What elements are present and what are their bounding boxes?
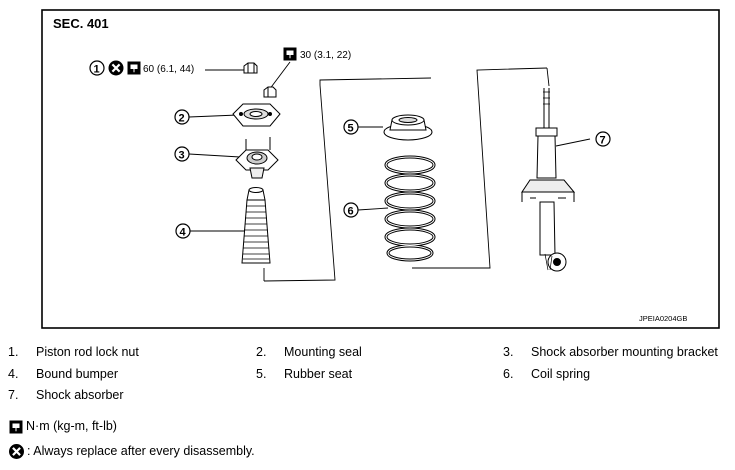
figure-code: JPEIA0204GB — [639, 314, 687, 323]
part-number: 4. — [8, 367, 19, 381]
section-label: SEC. 401 — [53, 16, 109, 31]
legend-replace: : Always replace after every disassembly… — [7, 442, 255, 461]
part-number: 7. — [8, 388, 19, 402]
callout-5: 5 — [343, 119, 359, 135]
part-number: 2. — [256, 345, 267, 359]
callout-2: 2 — [174, 109, 190, 125]
leader-lines — [188, 61, 591, 232]
part-number: 3. — [503, 345, 514, 359]
shock-absorber-part — [521, 88, 576, 272]
callout-3: 3 — [174, 146, 190, 162]
bound-bumper-part — [241, 187, 271, 264]
callout-1: 1 — [94, 64, 100, 76]
part-name: Piston rod lock nut — [36, 345, 139, 359]
part-name: Mounting seal — [284, 345, 362, 359]
torque-wrench-icon — [9, 420, 23, 434]
lock-nut-part — [243, 62, 258, 74]
part-number: 5. — [256, 367, 267, 381]
torque-annotation-nut: 1 60 (6.1, 44) — [89, 59, 194, 77]
assembly-lines — [263, 67, 550, 282]
parts-list-item: 2. Mounting seal — [256, 343, 486, 361]
torque-value-top: 30 (3.1, 22) — [300, 50, 351, 61]
rubber-seat-part — [383, 114, 433, 141]
part-name: Coil spring — [531, 367, 591, 381]
mounting-seal-part — [232, 103, 281, 127]
part-name: Rubber seat — [284, 367, 353, 381]
svg-text:3: 3 — [179, 150, 185, 162]
part-name: Shock absorber mounting bracket — [531, 345, 718, 359]
parts-list-item: 1. Piston rod lock nut — [8, 343, 238, 361]
diagram-frame — [41, 9, 720, 329]
torque-annotation-top: 30 (3.1, 22) — [283, 47, 351, 61]
callout-7: 7 — [595, 131, 611, 147]
svg-text:4: 4 — [180, 227, 187, 239]
part-name: Shock absorber — [36, 388, 124, 402]
legend-replace-text: : Always replace after every disassembly… — [27, 444, 255, 458]
top-nut-part — [263, 86, 277, 98]
svg-text:6: 6 — [348, 206, 354, 218]
parts-list-item: 4. Bound bumper — [8, 365, 238, 383]
exploded-view-diagram: SEC. 401 JPEIA0204GB 1 60 (6.1, 44) 30 (… — [41, 9, 720, 329]
parts-list-item: 5. Rubber seat — [256, 365, 486, 383]
callout-6: 6 — [343, 202, 359, 218]
part-number: 6. — [503, 367, 514, 381]
mounting-bracket-part — [235, 137, 279, 179]
coil-spring-highlight — [385, 156, 435, 261]
parts-list-item: 6. Coil spring — [503, 365, 733, 383]
svg-text:7: 7 — [600, 135, 606, 147]
torque-value-nut: 60 (6.1, 44) — [143, 64, 194, 75]
replace-x-icon — [107, 59, 125, 77]
svg-text:2: 2 — [179, 113, 185, 125]
part-number: 1. — [8, 345, 19, 359]
legend-torque: N·m (kg-m, ft-lb) — [8, 417, 117, 435]
replace-x-icon — [7, 443, 26, 461]
torque-wrench-icon — [283, 47, 297, 61]
part-name: Bound bumper — [36, 367, 119, 381]
parts-list-item: 3. Shock absorber mounting bracket — [503, 343, 733, 361]
callout-4: 4 — [175, 223, 191, 239]
legend-torque-text: N·m (kg-m, ft-lb) — [26, 419, 117, 433]
parts-list-item: 7. Shock absorber — [8, 386, 238, 404]
torque-wrench-icon — [127, 61, 141, 75]
svg-text:5: 5 — [348, 123, 354, 135]
